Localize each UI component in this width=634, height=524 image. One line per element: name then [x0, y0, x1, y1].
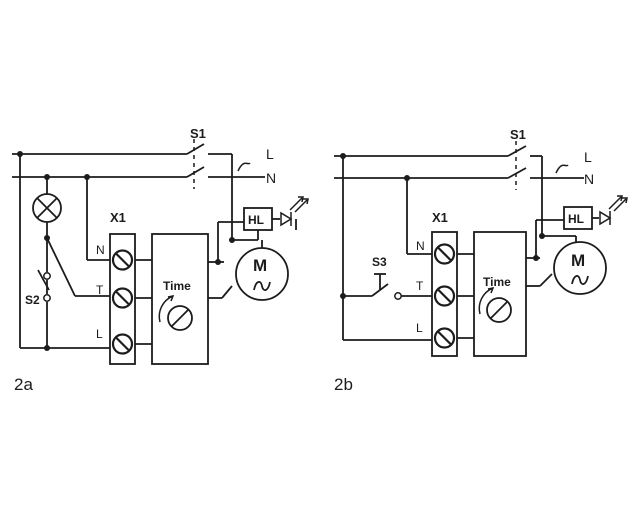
motor-icon — [553, 241, 607, 295]
indicator-label: HL — [568, 212, 584, 226]
indicator-label: HL — [248, 213, 264, 227]
s1-switch-b — [507, 141, 584, 190]
s2-label: S2 — [25, 293, 40, 307]
timer-label: Time — [163, 279, 191, 293]
ac-symbol-icon — [237, 162, 251, 172]
screw-icon — [433, 327, 456, 349]
ac-symbol-icon — [555, 164, 569, 174]
s1-switch-a — [186, 139, 265, 189]
terminal-t-label: T — [416, 279, 424, 293]
terminal-n-label: N — [96, 243, 105, 257]
s1-label: S1 — [510, 127, 526, 142]
screw-icon — [433, 285, 456, 307]
motor-label: M — [571, 251, 585, 270]
screw-icon — [433, 243, 456, 265]
screw-icon — [111, 249, 134, 271]
terminal-block-label: X1 — [110, 210, 126, 225]
lamp-icon — [32, 193, 62, 223]
terminal-n-label: N — [416, 239, 425, 253]
motor-label: M — [253, 256, 267, 275]
terminal-block-label: X1 — [432, 210, 448, 225]
screw-icon — [111, 333, 134, 355]
s1-label: S1 — [190, 126, 206, 141]
led-icon — [280, 196, 309, 227]
timer-dial-icon — [478, 286, 512, 323]
neutral-label: N — [584, 171, 594, 187]
s2-contact — [43, 272, 51, 280]
timer-dial-icon — [158, 294, 193, 331]
terminal-l-label: L — [416, 321, 423, 335]
led-icon — [599, 195, 628, 226]
phase-label: L — [266, 146, 274, 162]
s2-blade — [37, 269, 50, 291]
diagram-2a: S1 L N S2 X — [12, 126, 309, 394]
timer-module — [473, 231, 527, 357]
phase-label: L — [584, 149, 592, 165]
s3-label: S3 — [372, 255, 387, 269]
screw-icon — [111, 287, 134, 309]
neutral-label: N — [266, 170, 276, 186]
caption-2b: 2b — [334, 375, 353, 394]
terminal-l-label: L — [96, 327, 103, 341]
timer-label: Time — [483, 275, 511, 289]
terminal-t-label: T — [96, 283, 104, 297]
s3-pushbutton — [371, 273, 402, 300]
diagram-2b: S1 L N S3 X1 N T L — [334, 127, 628, 394]
timer-module — [151, 233, 209, 365]
caption-2a: 2a — [14, 375, 33, 394]
